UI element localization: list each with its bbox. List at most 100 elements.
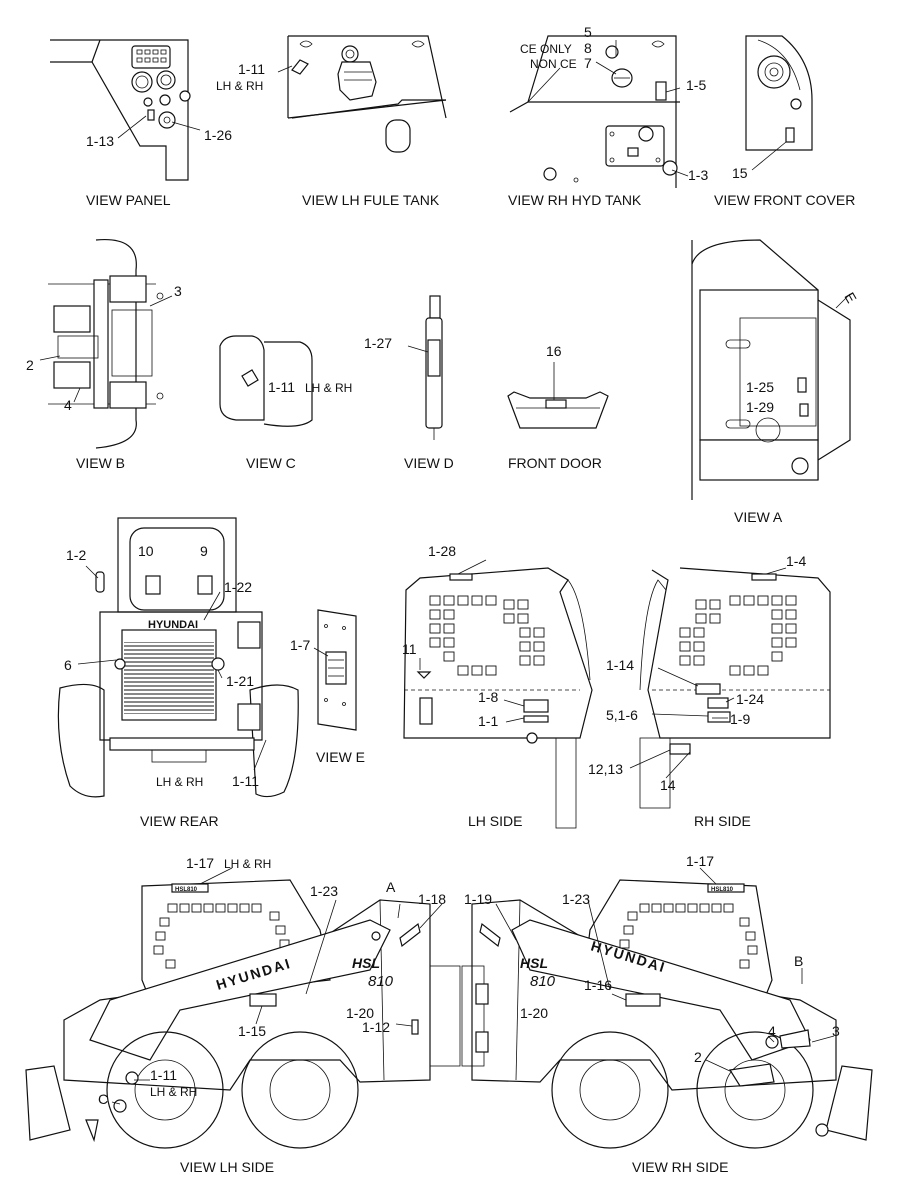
view-b: 3 2 4 VIEW B	[26, 238, 182, 471]
view-lh-side-title: VIEW LH SIDE	[180, 1159, 274, 1175]
callout-1-23: 1-23	[310, 883, 338, 899]
callout-3: 3	[832, 1023, 840, 1039]
callout-1-23: 1-23	[562, 891, 590, 907]
callout-lh-rh: LH & RH	[216, 79, 263, 93]
callout-1-14: 1-14	[606, 657, 634, 673]
callout-1-11: 1-11	[238, 61, 265, 77]
view-panel-title: VIEW PANEL	[86, 192, 171, 208]
view-a-title: VIEW A	[734, 509, 783, 525]
view-c-title: VIEW C	[246, 455, 296, 471]
label-ce-only: CE ONLY	[520, 42, 572, 56]
callout-15: 15	[732, 165, 748, 181]
rh-window-dots	[679, 595, 797, 676]
view-rear-title: VIEW REAR	[140, 813, 219, 829]
view-lh-fuel-tank: 1-11 LH & RH VIEW LH FULE TANK	[216, 35, 447, 208]
callout-1-4: 1-4	[786, 553, 806, 569]
callout-10: 10	[138, 543, 154, 559]
callout-14: 14	[660, 777, 676, 793]
callout-3: 3	[174, 283, 182, 299]
view-e-title: VIEW E	[316, 749, 365, 765]
callout-1-17: 1-17	[686, 853, 714, 869]
view-e: 1-7 VIEW E	[290, 609, 365, 765]
view-rh-hyd-tank: 5 8 7 CE ONLY NON CE 1-5 1-3 VIEW RH HYD…	[508, 24, 708, 208]
lh-cab-decal: HSL810	[175, 887, 198, 893]
callout-1-24: 1-24	[736, 691, 764, 707]
callout-1-13: 1-13	[86, 133, 114, 149]
rh-side-title: RH SIDE	[694, 813, 751, 829]
view-front-cover-title: VIEW FRONT COVER	[714, 192, 855, 208]
callout-1-5: 1-5	[686, 77, 706, 93]
callout-2: 2	[26, 357, 34, 373]
callout-1-11: 1-11	[150, 1067, 177, 1083]
callout-1-21: 1-21	[226, 673, 254, 689]
callout-lh-rh: LH & RH	[305, 381, 352, 395]
view-front-cover: 15 VIEW FRONT COVER	[714, 35, 855, 208]
callout-1-20: 1-20	[520, 1005, 548, 1021]
rh-cab-decal: HSL810	[711, 887, 734, 893]
callout-11: 11	[402, 641, 417, 657]
callout-9: 9	[200, 543, 208, 559]
callout-e: E	[841, 290, 860, 306]
callout-5-1-6: 5,1-6	[606, 707, 638, 723]
rh-model-num: 810	[530, 973, 556, 990]
lh-side-title: LH SIDE	[468, 813, 522, 829]
callout-1-8: 1-8	[478, 689, 498, 705]
callout-lh-rh-cab: LH & RH	[224, 857, 271, 871]
callout-1-20: 1-20	[346, 1005, 374, 1021]
callout-1-9: 1-9	[730, 711, 750, 727]
callout-1-16: 1-16	[584, 977, 612, 993]
callout-1-12: 1-12	[362, 1019, 390, 1035]
callout-5: 5	[584, 24, 592, 40]
lh-model-num: 810	[368, 973, 394, 990]
callout-b: B	[794, 953, 803, 969]
callout-1-17: 1-17	[186, 855, 214, 871]
view-a: E 1-25 1-29 VIEW A	[691, 239, 860, 525]
callout-4: 4	[768, 1023, 776, 1039]
lh-window-dots	[429, 595, 545, 676]
callout-4: 4	[64, 397, 72, 413]
callout-lh-rh: LH & RH	[156, 775, 203, 789]
callout-1-25: 1-25	[746, 379, 774, 395]
callout-12-13: 12,13	[588, 761, 623, 777]
view-rear: HYUNDAI 1-2 10 9 1-22 6 1-21 LH & RH 1-1…	[57, 517, 299, 829]
callout-1-7: 1-7	[290, 637, 310, 653]
callout-1-3: 1-3	[688, 167, 708, 183]
callout-c: C	[98, 1091, 108, 1107]
view-rh-side: HYUNDAI HSL 810 HSL810 1-19 1-23 1-17 B …	[461, 853, 873, 1175]
callout-1-29: 1-29	[746, 399, 774, 415]
callout-1-27: 1-27	[364, 335, 392, 351]
callout-8: 8	[584, 40, 592, 56]
view-d-title: VIEW D	[404, 455, 454, 471]
callout-1-19: 1-19	[464, 891, 492, 907]
callout-7: 7	[584, 55, 592, 71]
callout-1-1: 1-1	[478, 713, 498, 729]
view-lh-fuel-tank-title: VIEW LH FULE TANK	[302, 192, 440, 208]
rear-brand: HYUNDAI	[148, 619, 198, 631]
view-rh-side-title: VIEW RH SIDE	[632, 1159, 728, 1175]
view-front-door: 16 FRONT DOOR	[507, 343, 609, 471]
callout-2: 2	[694, 1049, 702, 1065]
front-door-title: FRONT DOOR	[508, 455, 602, 471]
view-lh-side: HYUNDAI HSL 810 HSL810 1-17 LH & RH 1-23…	[25, 855, 461, 1175]
callout-1-11: 1-11	[232, 773, 259, 789]
callout-1-28: 1-28	[428, 543, 456, 559]
view-b-title: VIEW B	[76, 455, 125, 471]
lh-side: 1-28 11 1-8 1-1 LH SIDE	[402, 543, 593, 829]
callout-lh-rh-wheel: LH & RH	[150, 1085, 197, 1099]
callout-1-2: 1-2	[66, 547, 86, 563]
callout-a: A	[386, 879, 396, 895]
view-rh-hyd-tank-title: VIEW RH HYD TANK	[508, 192, 642, 208]
view-panel: 1-13 1-26 VIEW PANEL	[50, 39, 232, 208]
view-c: 1-11 LH & RH VIEW C	[219, 335, 352, 471]
callout-1-11: 1-11	[268, 379, 295, 395]
rh-side: 1-4 1-14 1-24 5,1-6 1-9 12,13 14 RH SIDE	[588, 553, 831, 829]
lh-model-top: HSL	[352, 955, 380, 971]
label-non-ce: NON CE	[530, 57, 577, 71]
callout-6: 6	[64, 657, 72, 673]
callout-1-22: 1-22	[224, 579, 252, 595]
callout-1-15: 1-15	[238, 1023, 266, 1039]
callout-16: 16	[546, 343, 562, 359]
view-d: 1-27 VIEW D	[364, 295, 454, 471]
callout-1-26: 1-26	[204, 127, 232, 143]
